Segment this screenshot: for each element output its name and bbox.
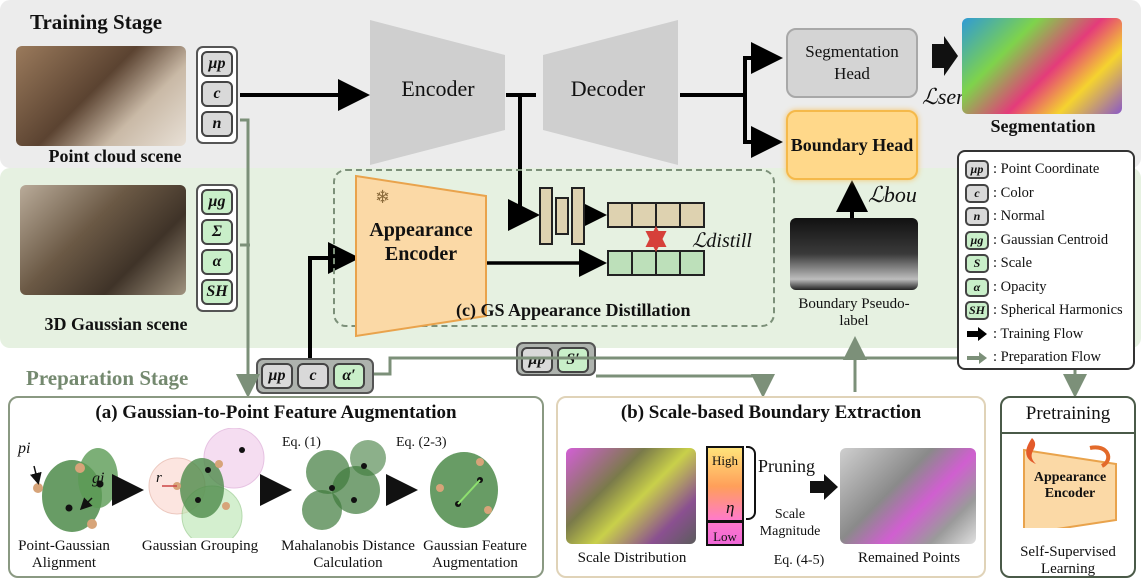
segmentation-head: Segmentation Head: [786, 28, 918, 98]
legend-row-spherical-harmonics: SH: Spherical Harmonics: [965, 299, 1127, 323]
pretraining-title: Pretraining: [1025, 403, 1111, 424]
svg-text:❄: ❄: [375, 187, 390, 208]
training-stage-title: Training Stage: [30, 10, 163, 34]
gaussian-caption: 3D Gaussian scene: [44, 314, 188, 334]
prep-token-row: μp c α′: [256, 358, 374, 394]
point-coordinate-token: μp: [201, 51, 233, 77]
legend-row-training-flow: : Training Flow: [965, 323, 1127, 347]
scale-magnitude-label: Scale Magnitude: [759, 507, 821, 539]
encoder-shape: [370, 20, 505, 165]
covariance-token: Σ: [201, 219, 233, 245]
appearance-encoder-shape: [355, 174, 487, 338]
g-i-label: gi: [92, 470, 105, 487]
normal-token: n: [201, 111, 233, 137]
gaussian-scene-image: [20, 185, 186, 295]
legend-row-opacity: α: Opacity: [965, 276, 1127, 300]
distillation-caption: (c) GS Appearance Distillation: [456, 300, 691, 320]
eta-threshold-line: [706, 520, 744, 523]
distillation-box: [333, 169, 775, 327]
panel-a-illustration: [29, 428, 498, 538]
scale-prime-token: S′: [557, 347, 589, 373]
legend-panel: μp: Point Coordinate c: Color n: Normal …: [957, 150, 1135, 370]
segmentation-caption: Segmentation: [990, 116, 1096, 136]
point-token-stack: μp c n: [196, 46, 238, 144]
remained-points-caption: Remained Points: [857, 550, 961, 566]
pretraining-divider: [1000, 432, 1136, 434]
loss-bou-label: ℒbou: [868, 182, 917, 207]
legend-row-preparation-flow: : Preparation Flow: [965, 346, 1127, 370]
pruning-arrow-icon: [810, 474, 838, 500]
pretraining-encoder-label: Appearance Encoder: [1033, 470, 1107, 501]
training-flow-arrow-icon: [967, 327, 987, 342]
gaussian-input-region: [0, 168, 1141, 348]
eq45-label: Eq. (4-5): [773, 553, 825, 568]
gaussian-centroid-token: μg: [201, 189, 233, 215]
opacity-token: α: [201, 249, 233, 275]
pruning-bracket: [746, 446, 756, 520]
preparation-flow-arrow-icon: [967, 351, 987, 364]
prep-opacity-token: α′: [333, 363, 365, 389]
legend-row-normal: n: Normal: [965, 205, 1127, 229]
point-cloud-scene-image: [16, 46, 186, 146]
frozen-snowflake-icon: [371, 183, 393, 205]
prep-color-token: c: [297, 363, 329, 389]
pruning-label: Pruning: [758, 456, 816, 476]
low-label: Low: [713, 529, 737, 544]
decoder-label: Decoder: [570, 76, 646, 101]
p-i-label: pi: [18, 440, 31, 457]
pretraining-encoder-shape: [1023, 438, 1117, 528]
pretraining-caption: Self-Supervised Learning: [1020, 544, 1116, 577]
loss-distill-label: ℒdistill: [692, 230, 752, 252]
decoder-shape: [543, 20, 678, 165]
legend-row-gaussian-centroid: μg: Gaussian Centroid: [965, 229, 1127, 253]
preparation-stage-title: Preparation Stage: [26, 366, 189, 390]
high-label: High: [712, 453, 738, 468]
spherical-harmonics-token: SH: [201, 279, 233, 305]
radius-label: r: [156, 470, 162, 486]
encoder-label: Encoder: [401, 76, 475, 101]
panel-b-title: (b) Scale-based Boundary Extraction: [620, 402, 922, 423]
point-cloud-caption: Point cloud scene: [48, 146, 182, 166]
prep-point-coordinate-token: μp: [261, 363, 293, 389]
segmentation-output-image: [962, 18, 1122, 114]
panel-a-title: (a) Gaussian-to-Point Feature Augmentati…: [95, 402, 457, 423]
appearance-encoder-label: Appearance Encoder: [369, 219, 473, 265]
step-point-gaussian-alignment: Point-Gaussian Alignment: [18, 538, 110, 571]
step-mahalanobis-distance: Mahalanobis Distance Calculation: [281, 538, 415, 571]
flame-icon: [1030, 438, 1050, 464]
legend-row-point-coordinate: μp: Point Coordinate: [965, 158, 1127, 182]
legend-row-scale: S: Scale: [965, 252, 1127, 276]
boundary-head: Boundary Head: [786, 110, 918, 180]
decoder-feature-grid: [607, 202, 705, 228]
color-token: c: [201, 81, 233, 107]
eq23-label: Eq. (2-3): [396, 435, 447, 450]
gaussian-token-stack: μg Σ α SH: [196, 184, 238, 312]
scale-distribution-caption: Scale Distribution: [577, 550, 687, 566]
step-gaussian-feature-augmentation: Gaussian Feature Augmentation: [423, 538, 527, 571]
remained-points-image: [840, 448, 976, 544]
eta-label: η: [726, 498, 735, 517]
eq1-label: Eq. (1): [282, 435, 321, 450]
loop-arrow-icon: [1090, 446, 1116, 468]
scale-distribution-image: [566, 448, 696, 544]
pseudo-label-caption: Boundary Pseudo-label: [798, 296, 910, 329]
scale-colorbar: [706, 446, 744, 546]
scale-point-coordinate-token: μp: [521, 347, 553, 373]
boundary-pseudo-label-image: [790, 218, 918, 290]
step-gaussian-grouping: Gaussian Grouping: [141, 538, 259, 554]
legend-row-color: c: Color: [965, 182, 1127, 206]
appearance-feature-grid: [607, 250, 705, 276]
